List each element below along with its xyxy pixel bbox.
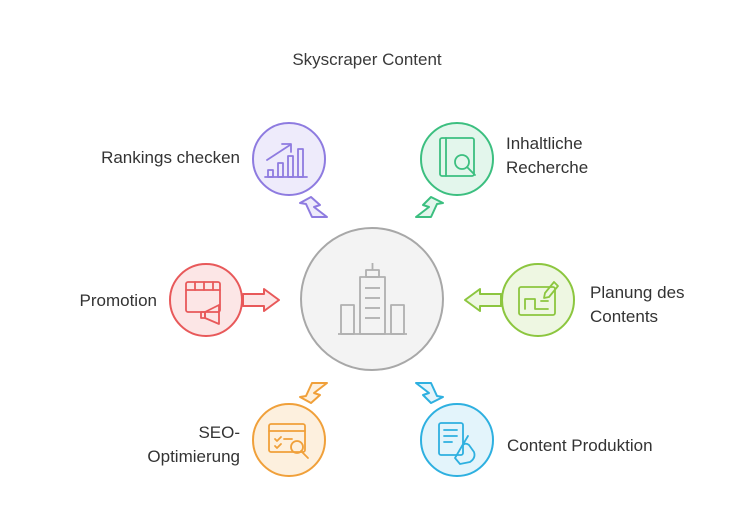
label-produktion: Content Produktion: [507, 436, 653, 455]
label-planung: Planung des Contents: [590, 283, 685, 326]
node-seo: [252, 382, 328, 477]
book-search-icon: [439, 137, 476, 177]
calendar-megaphone-icon: [185, 281, 221, 325]
node-rankings: [252, 122, 328, 218]
node-produktion: [415, 382, 494, 477]
label-promotion: Promotion: [79, 291, 157, 310]
building-icon: [338, 263, 407, 335]
node-promotion: [169, 263, 280, 337]
label-seo: SEO- Optimierung: [147, 423, 240, 466]
node-recherche: [415, 122, 494, 218]
bar-chart-icon: [264, 143, 308, 178]
node-planung: [464, 263, 575, 337]
label-recherche: Inhaltliche Recherche: [506, 134, 589, 177]
writing-hand-icon: [438, 422, 476, 465]
diagram-title: Skyscraper Content: [292, 50, 442, 69]
blueprint-icon: [518, 281, 559, 316]
center-node: [300, 227, 444, 371]
label-rankings: Rankings checken: [101, 148, 240, 167]
search-document-icon: [268, 423, 309, 459]
